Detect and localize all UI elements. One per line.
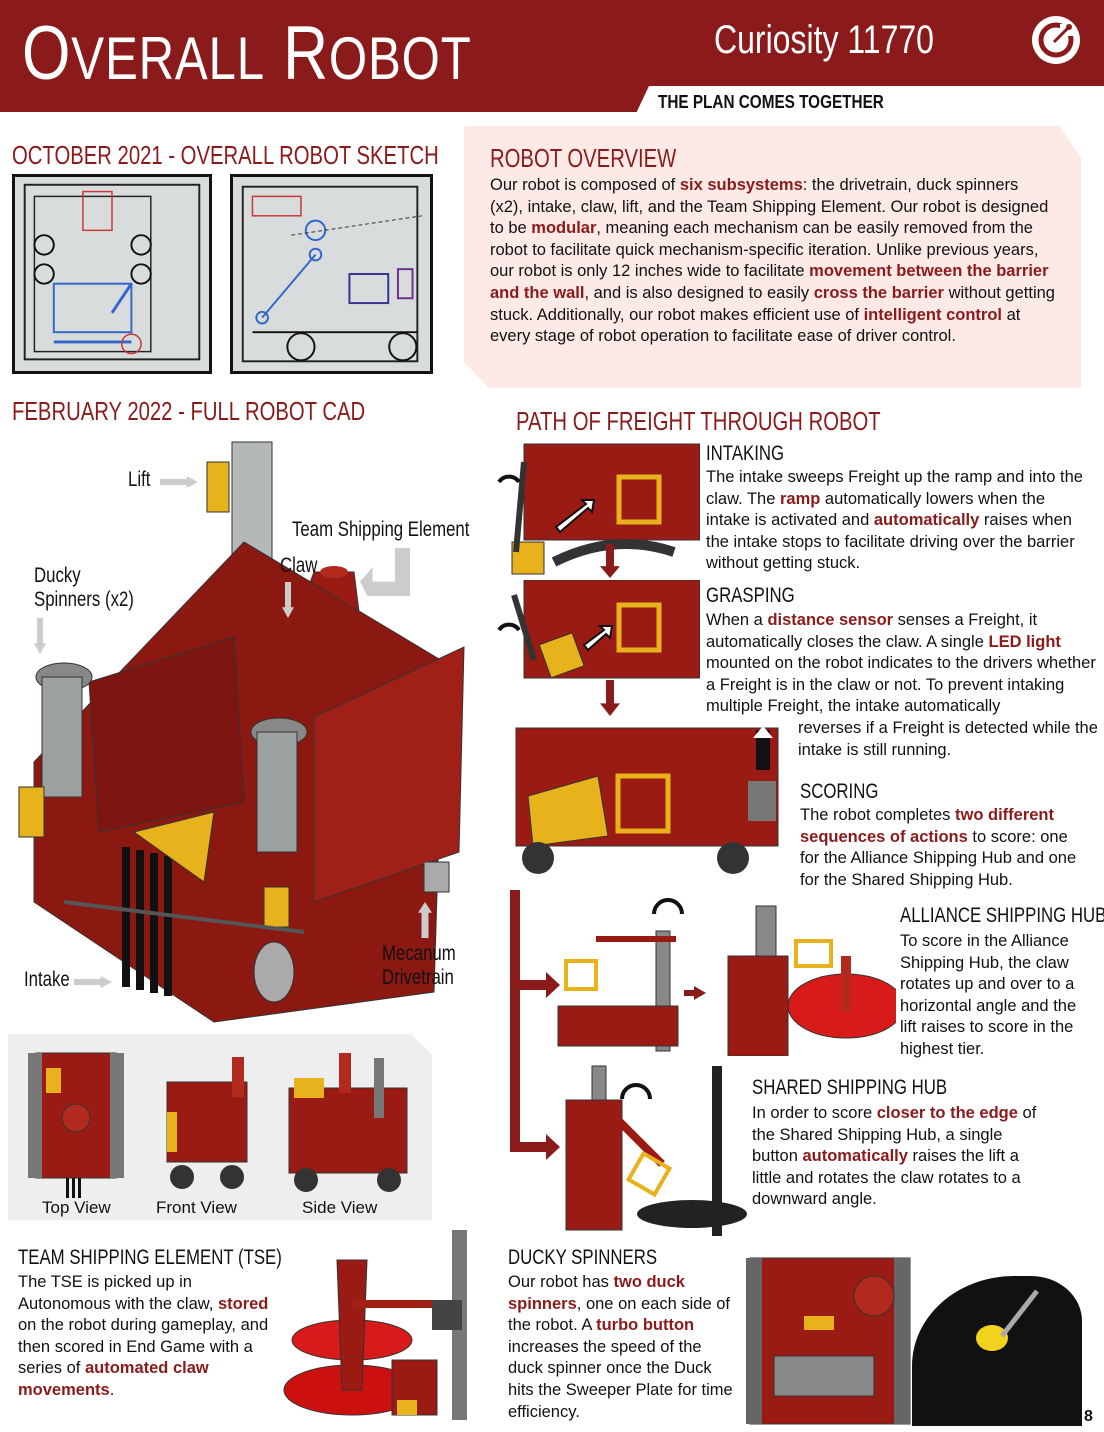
- shipping-hub-image: [912, 1276, 1082, 1426]
- scoring-image: [508, 726, 780, 876]
- front-view-label: Front View: [156, 1198, 237, 1217]
- intaking-heading: INTAKING: [706, 442, 785, 465]
- front-view-image: [162, 1052, 252, 1198]
- overview-box: [464, 126, 1081, 388]
- shared-heading: SHARED SHIPPING HUB: [752, 1076, 948, 1099]
- label-lift: Lift: [128, 468, 151, 491]
- shared-text: In order to score closer to the edge of …: [752, 1104, 1037, 1209]
- intaking-image: [494, 442, 701, 582]
- flow-line-branch: [510, 980, 550, 990]
- arrow-down-icon: [282, 582, 294, 618]
- label-ducky-2: Spinners (x2): [34, 588, 134, 611]
- top-view-image: [26, 1048, 126, 1198]
- arrow-up-icon: [418, 902, 432, 938]
- shared-image: [562, 1064, 752, 1240]
- sketch-image-top: [12, 174, 212, 374]
- sketch-heading: OCTOBER 2021 - OVERALL ROBOT SKETCH: [12, 140, 439, 170]
- arrow-right-icon: [160, 476, 198, 488]
- grasping-text-cont: reverses if a Freight is detected while …: [798, 719, 1098, 759]
- tagline: THE PLAN COMES TOGETHER: [658, 92, 884, 112]
- grasping-heading: GRASPING: [706, 584, 795, 607]
- label-mecanum-2: Drivetrain: [382, 966, 454, 989]
- ducky-image: [744, 1256, 914, 1426]
- grasping-image: [494, 579, 701, 692]
- team-logo-icon: [1032, 16, 1080, 64]
- flow-line-branch: [510, 1142, 550, 1152]
- tagline-tab: [630, 86, 1104, 126]
- top-view-label: Top View: [42, 1198, 111, 1217]
- overview-text: Our robot is composed of six subsystems:…: [490, 176, 1055, 346]
- side-view-image: [284, 1048, 412, 1198]
- arrow-right-icon: [74, 976, 112, 988]
- side-view-label: Side View: [302, 1198, 378, 1217]
- label-mecanum-1: Mecanum: [382, 942, 456, 965]
- page-number: 8: [1084, 1408, 1093, 1425]
- scoring-text: The robot completes two different sequen…: [800, 806, 1077, 889]
- alliance-image: [556, 896, 905, 1057]
- arrow-right-icon: [546, 1134, 560, 1160]
- page-title: OVERALL ROBOT: [22, 11, 472, 96]
- intaking-text: The intake sweeps Freight up the ramp an…: [706, 468, 1083, 573]
- alliance-heading: ALLIANCE SHIPPING HUB: [900, 904, 1104, 927]
- scoring-heading: SCORING: [800, 780, 879, 803]
- label-tse: Team Shipping Element: [292, 518, 470, 541]
- arrow-down-icon: [34, 618, 46, 654]
- label-ducky-1: Ducky: [34, 564, 81, 587]
- tse-heading: TEAM SHIPPING ELEMENT (TSE): [18, 1246, 282, 1269]
- label-claw: Claw: [280, 554, 318, 577]
- team-name: Curiosity 11770: [714, 18, 934, 62]
- sketch-image-side: [230, 174, 433, 374]
- robot-cad-image: [14, 432, 474, 1032]
- ducky-heading: DUCKY SPINNERS: [508, 1246, 658, 1269]
- overview-heading: ROBOT OVERVIEW: [490, 143, 677, 173]
- flow-line: [510, 890, 520, 1152]
- grasping-text: When a distance sensor senses a Freight,…: [706, 611, 1096, 716]
- tse-image: [282, 1220, 482, 1420]
- ducky-text: Our robot has two duck spinners, one on …: [508, 1273, 733, 1421]
- path-heading: PATH OF FREIGHT THROUGH ROBOT: [516, 406, 881, 436]
- label-intake: Intake: [24, 968, 70, 991]
- alliance-text: To score in the Alliance Shipping Hub, t…: [900, 932, 1077, 1058]
- tse-text: The TSE is picked up in Autonomous with …: [18, 1273, 269, 1399]
- cad-heading: FEBRUARY 2022 - FULL ROBOT CAD: [12, 396, 366, 426]
